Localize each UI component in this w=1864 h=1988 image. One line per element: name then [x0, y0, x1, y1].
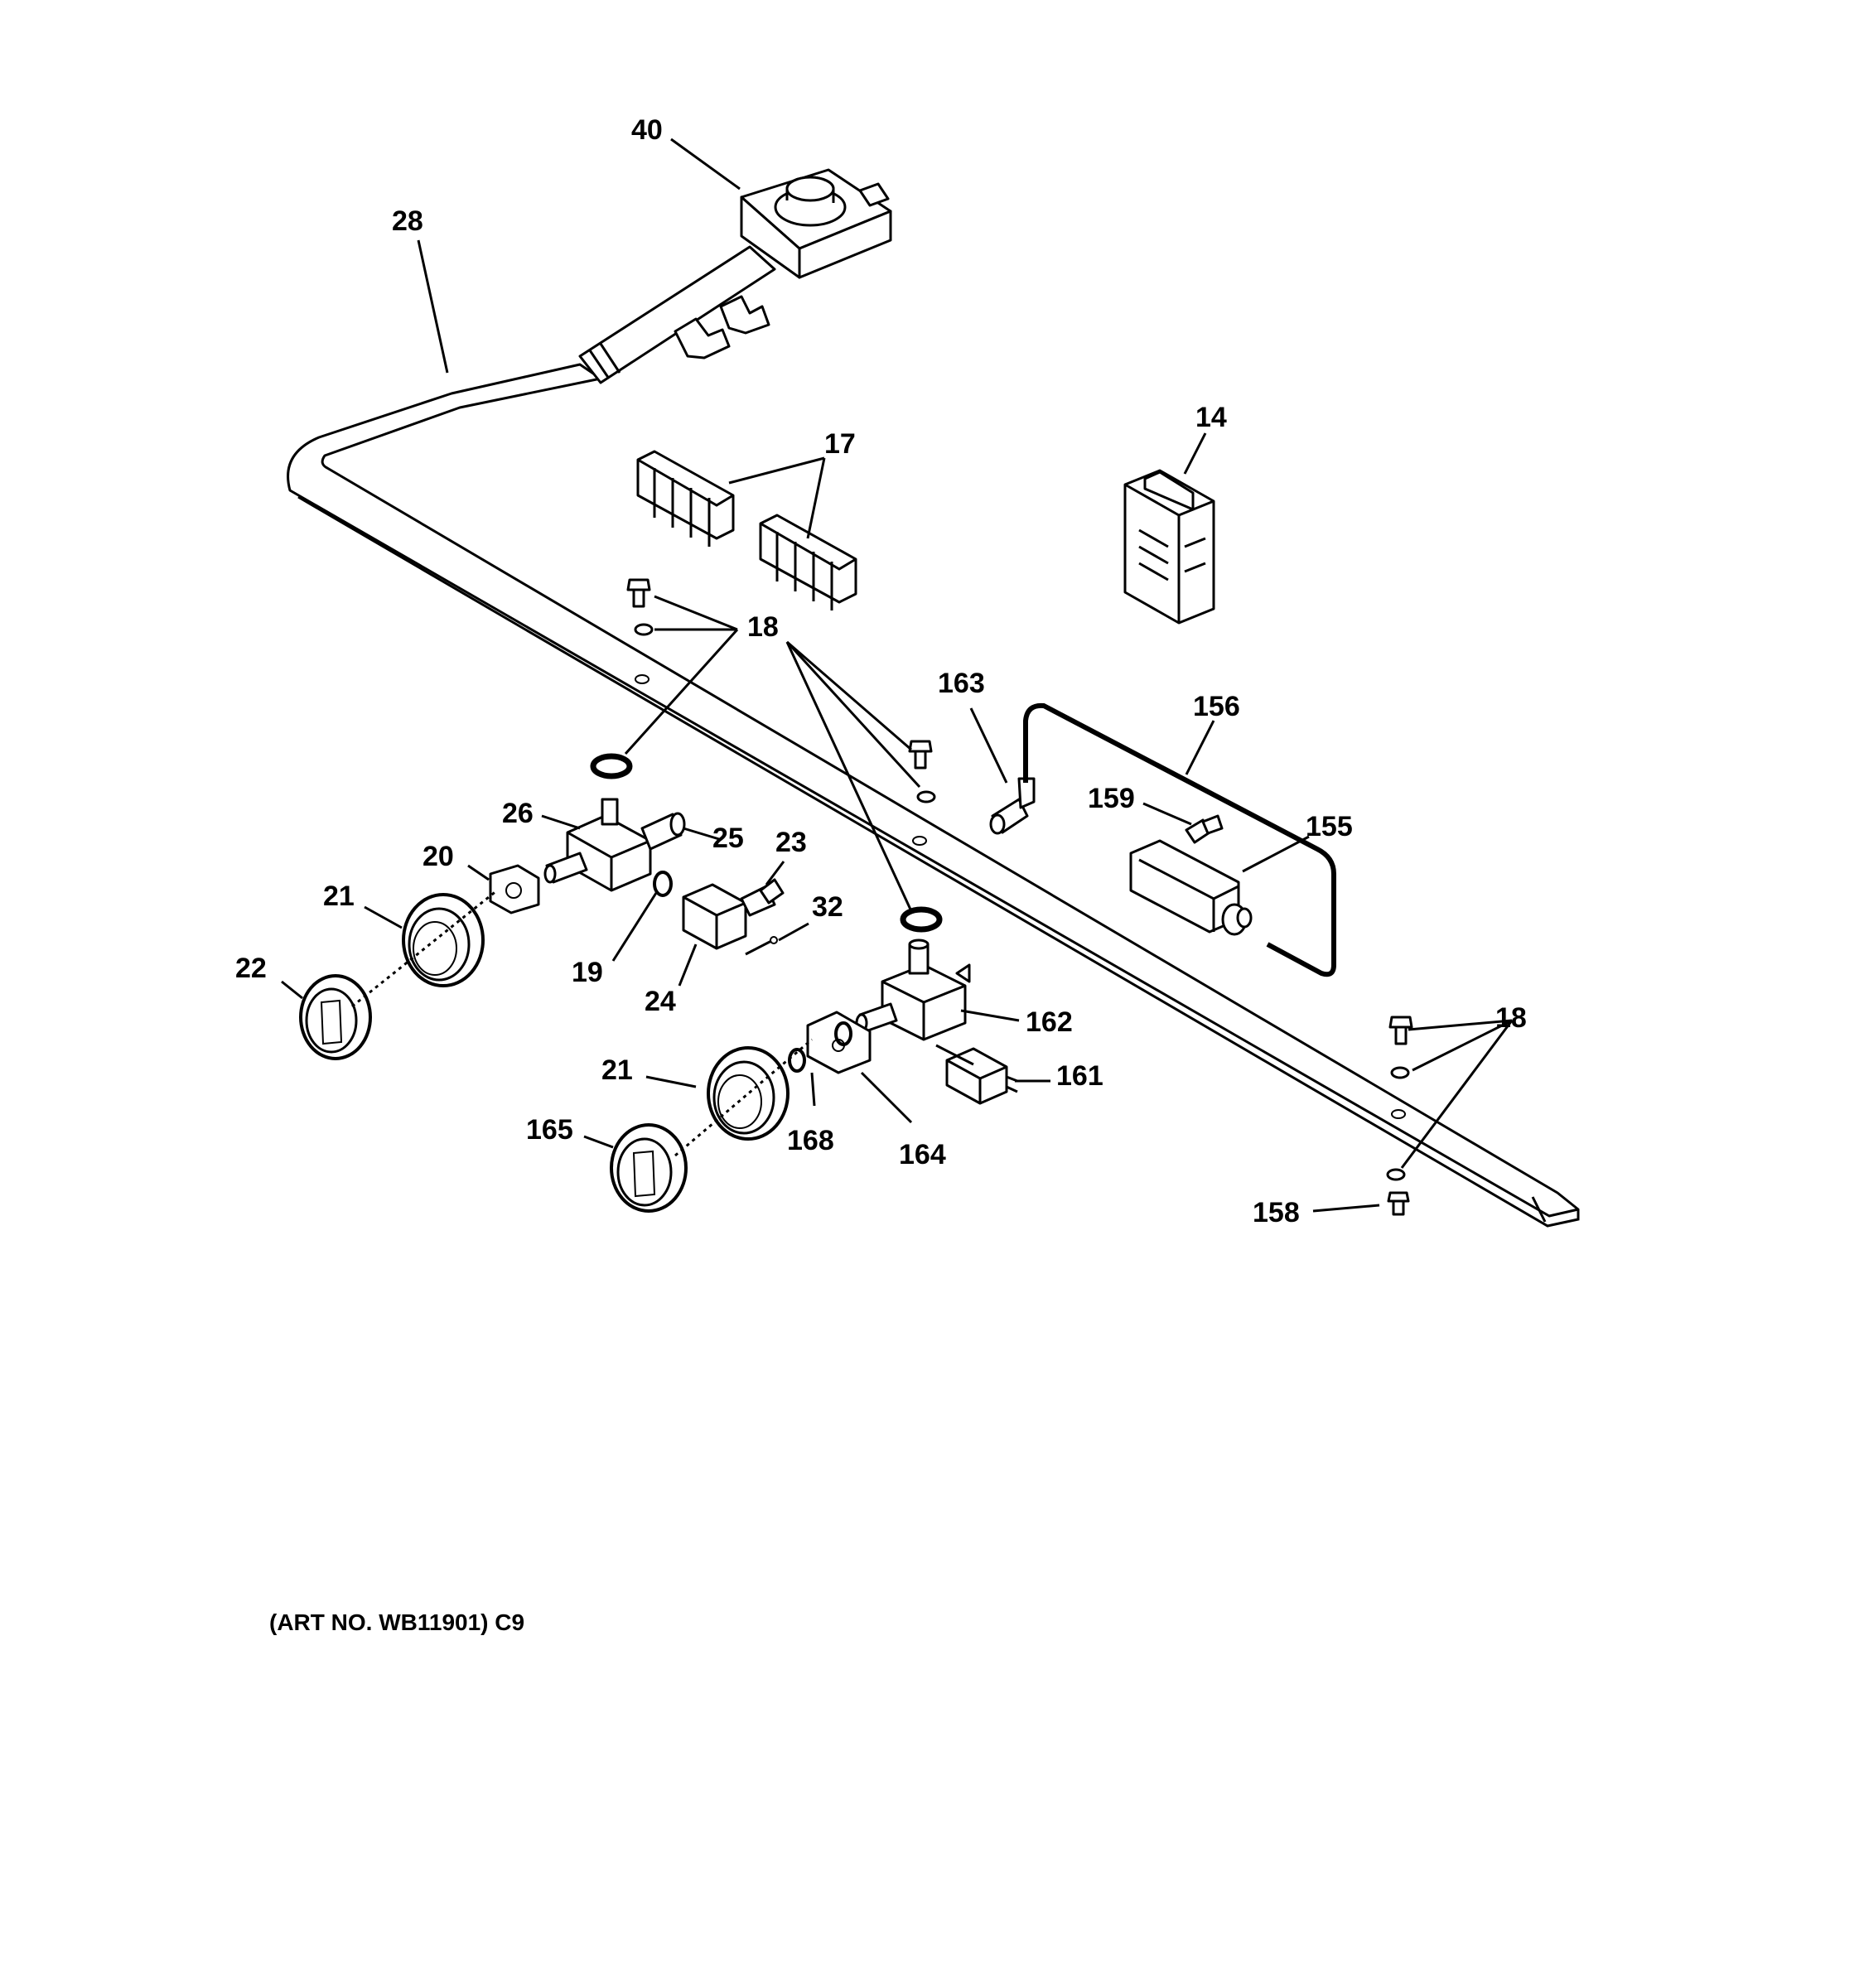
igniter-switch-24: [682, 883, 776, 950]
label-156: 156: [1193, 691, 1240, 722]
spark-module: [1123, 469, 1215, 625]
knob-bezel-21-lower: [707, 1046, 790, 1141]
label-162: 162: [1026, 1006, 1073, 1038]
control-knob-165: [610, 1123, 688, 1213]
label-18-upper: 18: [747, 611, 779, 643]
label-163: 163: [938, 668, 985, 699]
screw-18-right: [1386, 1016, 1413, 1181]
label-161: 161: [1056, 1060, 1103, 1092]
terminal-block-upper: [636, 450, 735, 547]
screw-18-mid: [908, 740, 936, 803]
o-ring-19: [653, 871, 673, 897]
knob-axis-upper: [351, 889, 498, 1008]
label-164: 164: [899, 1139, 946, 1170]
art-number-caption: (ART NO. WB11901) C9: [269, 1609, 524, 1635]
knob-axis-lower: [674, 1038, 813, 1157]
burner-valve-26: [543, 798, 686, 892]
callout-labels: 40 28 17 14 18 163 156 159 155 26 25 23 …: [235, 114, 1527, 1228]
label-155: 155: [1306, 811, 1353, 842]
label-159: 159: [1088, 783, 1135, 814]
o-ring-seal-right: [900, 906, 943, 933]
screw-159: [1185, 814, 1224, 844]
burner-valve-162: [855, 939, 971, 1041]
label-18-right: 18: [1495, 1002, 1527, 1034]
label-165: 165: [526, 1114, 573, 1146]
label-40: 40: [631, 114, 663, 146]
o-ring-seal-left: [590, 753, 633, 779]
label-14: 14: [1195, 402, 1227, 433]
label-23: 23: [775, 827, 807, 858]
screw-158: [1387, 1191, 1410, 1216]
label-17: 17: [824, 428, 856, 460]
label-168: 168: [787, 1125, 834, 1156]
screw-32: [745, 936, 778, 956]
feed-pipe: [578, 245, 776, 384]
label-28: 28: [392, 205, 423, 237]
igniter-box-155: [1129, 839, 1253, 936]
leader-lines: [281, 138, 1514, 1213]
knob-bezel-21-upper: [402, 893, 485, 987]
label-26: 26: [502, 798, 534, 829]
wire-harness-156: [1023, 702, 1336, 977]
label-20: 20: [423, 841, 454, 872]
label-25: 25: [712, 823, 744, 854]
control-knob-22: [299, 974, 372, 1060]
microswitch-161: [935, 1044, 1018, 1105]
igniter-elbow-163: [989, 777, 1036, 835]
o-ring-168-pair: [788, 1021, 852, 1073]
manifold-pipe: [287, 363, 1580, 1228]
switch-actuator-23: [759, 878, 785, 905]
label-19: 19: [572, 957, 603, 988]
label-158: 158: [1253, 1197, 1300, 1228]
label-24: 24: [645, 986, 676, 1017]
label-21-lower: 21: [601, 1054, 633, 1086]
terminal-block-lower: [759, 514, 857, 610]
label-32: 32: [812, 891, 843, 923]
pressure-regulator: [740, 168, 892, 279]
label-21-upper: 21: [323, 881, 355, 912]
valve-flange-20: [489, 864, 540, 914]
label-22: 22: [235, 953, 267, 984]
screw-18-upper: [626, 578, 654, 636]
